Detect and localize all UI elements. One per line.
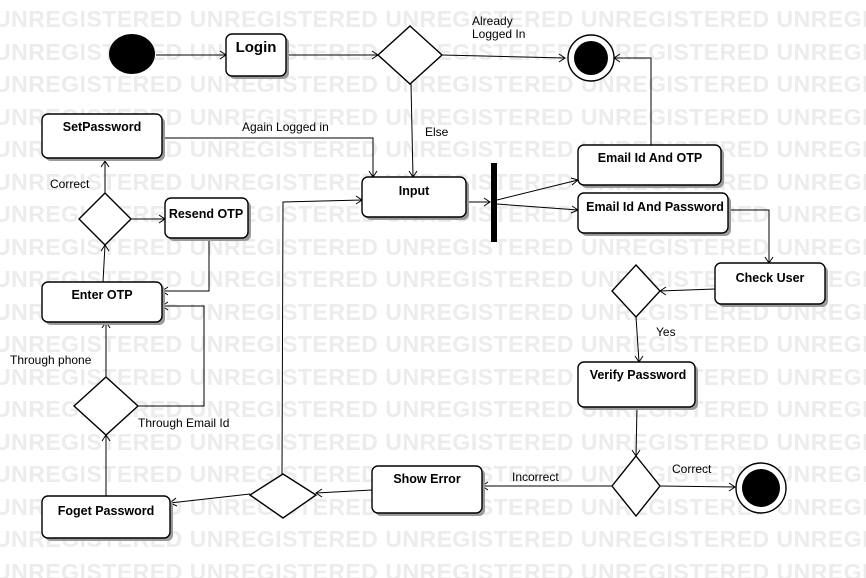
edge-decision-fogetpassword bbox=[169, 493, 251, 504]
edge-decision-enterotp-email bbox=[138, 305, 205, 407]
activity-email-otp: Email Id And OTP bbox=[577, 144, 724, 188]
label-yes: Yes bbox=[656, 325, 676, 339]
arrowheads bbox=[100, 50, 774, 507]
edges bbox=[102, 54, 770, 504]
activity-enter-otp: Enter OTP bbox=[41, 281, 165, 325]
activity-label: Email Id And OTP bbox=[598, 151, 702, 165]
arrowhead bbox=[728, 482, 736, 492]
end-node-bottom bbox=[735, 462, 787, 514]
arrowhead bbox=[483, 197, 491, 207]
decision-diamonds bbox=[72, 25, 661, 519]
edge-emailotp-end-top bbox=[614, 57, 652, 145]
activity-label: Enter OTP bbox=[71, 288, 132, 302]
activity-label: Login bbox=[236, 39, 277, 56]
label-again-logged-in: Again Logged in bbox=[242, 120, 329, 134]
edge-bar-emailpassword bbox=[496, 203, 579, 211]
label-through-phone: Through phone bbox=[10, 353, 92, 367]
activity-resend-otp: Resend OTP bbox=[164, 197, 251, 241]
label-else: Else bbox=[425, 125, 449, 139]
edge-resendotp-enterotp bbox=[162, 241, 210, 292]
end-node-top bbox=[567, 34, 615, 82]
activity-label: Input bbox=[399, 184, 430, 198]
decision-diamond-correct bbox=[78, 192, 132, 246]
arrowhead bbox=[558, 53, 566, 63]
decision-diamond-login bbox=[376, 25, 444, 85]
label-already: Already bbox=[472, 14, 513, 28]
decision-diamond-forgot bbox=[72, 376, 140, 436]
activity-set-password: SetPassword bbox=[41, 113, 165, 161]
edge-checkuser-decision bbox=[659, 288, 716, 292]
activity-foget-password: Foget Password bbox=[41, 495, 173, 541]
activity-label: Show Error bbox=[393, 472, 461, 486]
edge-decision-end-bottom bbox=[659, 485, 736, 488]
edge-bar-emailotp bbox=[496, 179, 579, 201]
arrowhead bbox=[315, 488, 323, 498]
edge-decision-input bbox=[410, 83, 414, 178]
fork-bar bbox=[491, 163, 497, 242]
edge-verify-decision bbox=[635, 406, 638, 457]
label-logged-in: Logged In bbox=[472, 27, 525, 41]
start-node bbox=[109, 34, 155, 74]
decision-diamond-user bbox=[611, 263, 661, 319]
edge-decision-end-top bbox=[441, 54, 566, 59]
edge-labels: Already Logged In Else Again Logged in C… bbox=[10, 14, 712, 484]
activity-email-password: Email Id And Password bbox=[577, 192, 731, 236]
activity-show-error: Show Error bbox=[371, 465, 485, 516]
edge-emailpassword-checkuser bbox=[728, 209, 770, 263]
activity-label: SetPassword bbox=[63, 120, 142, 134]
decision-diamond-verify bbox=[611, 454, 661, 518]
label-through-email: Through Email Id bbox=[138, 416, 229, 430]
activity-login: Login bbox=[225, 33, 289, 79]
activity-input: Input bbox=[361, 176, 469, 220]
activity-label: Verify Password bbox=[590, 368, 687, 382]
label-correct-right: Correct bbox=[672, 462, 712, 476]
edge-enterotp-decision bbox=[102, 244, 106, 283]
activity-label: Resend OTP bbox=[169, 207, 243, 221]
activity-label: Foget Password bbox=[58, 504, 155, 518]
activity-check-user: Check User bbox=[714, 262, 828, 307]
edge-decision-verify bbox=[635, 316, 640, 363]
activity-label: Check User bbox=[736, 271, 805, 285]
edge-decision-input-left bbox=[281, 199, 363, 475]
decision-diamond-error bbox=[248, 473, 318, 519]
edge-setpassword-input bbox=[162, 137, 374, 177]
activity-verify-password: Verify Password bbox=[577, 361, 698, 410]
edge-showerror-decision bbox=[315, 489, 373, 494]
label-incorrect: Incorrect bbox=[512, 470, 559, 484]
activity-label: Email Id And Password bbox=[586, 200, 724, 214]
label-correct-left: Correct bbox=[50, 177, 90, 191]
